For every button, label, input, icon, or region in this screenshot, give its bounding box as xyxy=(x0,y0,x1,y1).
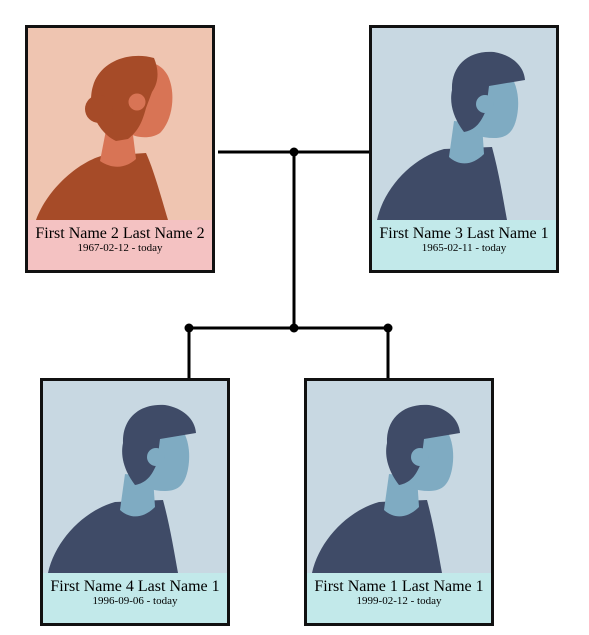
person-card-p4[interactable]: First Name 4 Last Name 1 1996-09-06 - to… xyxy=(40,378,230,626)
female-avatar-icon xyxy=(28,28,212,220)
person-caption: First Name 1 Last Name 1 1999-02-12 - to… xyxy=(307,573,491,623)
person-dates: 1967-02-12 - today xyxy=(77,242,163,254)
union-node xyxy=(289,147,299,157)
child-node-left xyxy=(184,323,194,333)
children-junction-node xyxy=(289,323,299,333)
male-avatar-icon xyxy=(372,28,556,220)
person-card-p3[interactable]: First Name 3 Last Name 1 1965-02-11 - to… xyxy=(369,25,559,273)
person-caption: First Name 3 Last Name 1 1965-02-11 - to… xyxy=(372,220,556,270)
person-card-p2[interactable]: First Name 2 Last Name 2 1967-02-12 - to… xyxy=(25,25,215,273)
person-caption: First Name 4 Last Name 1 1996-09-06 - to… xyxy=(43,573,227,623)
person-caption: First Name 2 Last Name 2 1967-02-12 - to… xyxy=(28,220,212,270)
male-avatar-icon xyxy=(43,381,227,573)
child-node-right xyxy=(383,323,393,333)
person-dates: 1999-02-12 - today xyxy=(356,595,442,607)
person-card-p1[interactable]: First Name 1 Last Name 1 1999-02-12 - to… xyxy=(304,378,494,626)
person-name: First Name 3 Last Name 1 xyxy=(379,225,549,242)
person-name: First Name 2 Last Name 2 xyxy=(35,225,205,242)
person-name: First Name 4 Last Name 1 xyxy=(50,578,220,595)
male-avatar-icon xyxy=(307,381,491,573)
person-dates: 1996-09-06 - today xyxy=(92,595,178,607)
person-name: First Name 1 Last Name 1 xyxy=(314,578,484,595)
person-dates: 1965-02-11 - today xyxy=(421,242,507,254)
